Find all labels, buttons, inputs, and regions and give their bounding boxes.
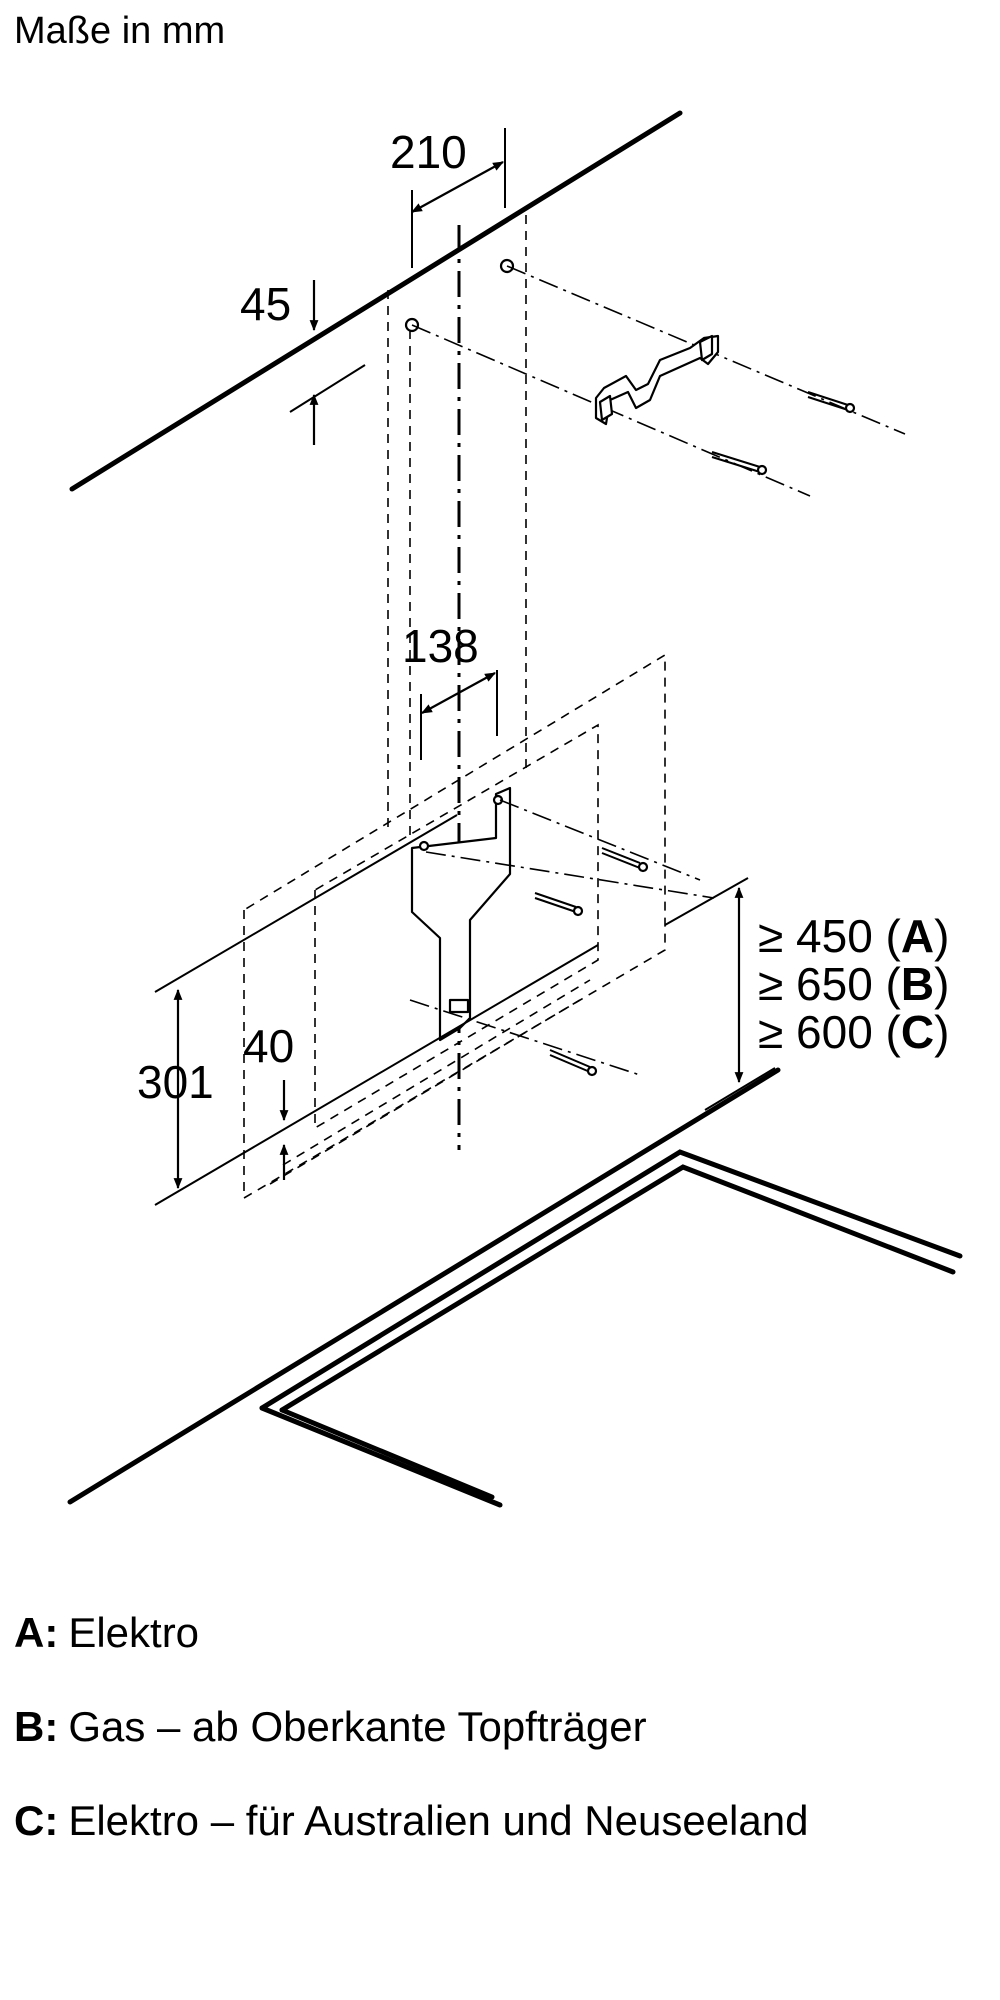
legend-text: Elektro – für Australien und Neuseeland [68,1797,809,1844]
clearance-c-label: ≥ 600 (C) [758,1006,949,1058]
dimension-210: 210 [390,126,506,268]
legend-key: B: [14,1703,59,1750]
legend-key: C: [14,1797,59,1844]
ceiling-line [69,110,683,492]
legend-text: Gas – ab Oberkante Topfträger [68,1703,647,1750]
ceiling-anchors [404,258,515,333]
clearance-a-label: ≥ 450 (A) [758,910,949,962]
ceiling-bracket [594,334,720,426]
legend-item-a: A:Elektro [14,1608,974,1702]
hood-edges [269,979,591,1185]
legend: A:Elektro B:Gas – ab Oberkante Topfträge… [14,1608,974,1890]
wall-screws [534,847,649,1077]
dimension-40: 40 [243,1020,294,1180]
wall-panels [243,653,666,1200]
dimension-45: 45 [240,278,366,445]
clearance-b-label: ≥ 650 (B) [758,958,949,1010]
dimension-210-label: 210 [390,126,467,178]
wall-guides [409,799,715,1076]
dimension-138: 138 [402,620,498,760]
cooktop [67,1067,963,1508]
dimension-301-label: 301 [137,1056,214,1108]
legend-text: Elektro [68,1609,200,1656]
legend-item-c: C:Elektro – für Australien und Neuseelan… [14,1796,974,1890]
dimension-301: 301 [137,814,599,1206]
legend-key: A: [14,1609,59,1656]
dimension-45-label: 45 [240,278,291,330]
installation-diagram: 210 45 138 [67,110,963,1508]
ceiling-screws [711,391,856,476]
page-title: Maße in mm [14,10,226,52]
clearance-dimension: ≥ 450 (A) ≥ 650 (B) ≥ 600 (C) [664,877,949,1111]
legend-item-b: B:Gas – ab Oberkante Topfträger [14,1702,974,1796]
vertical-guides [387,215,527,840]
dimension-40-label: 40 [243,1020,294,1072]
dimension-138-label: 138 [402,620,479,672]
